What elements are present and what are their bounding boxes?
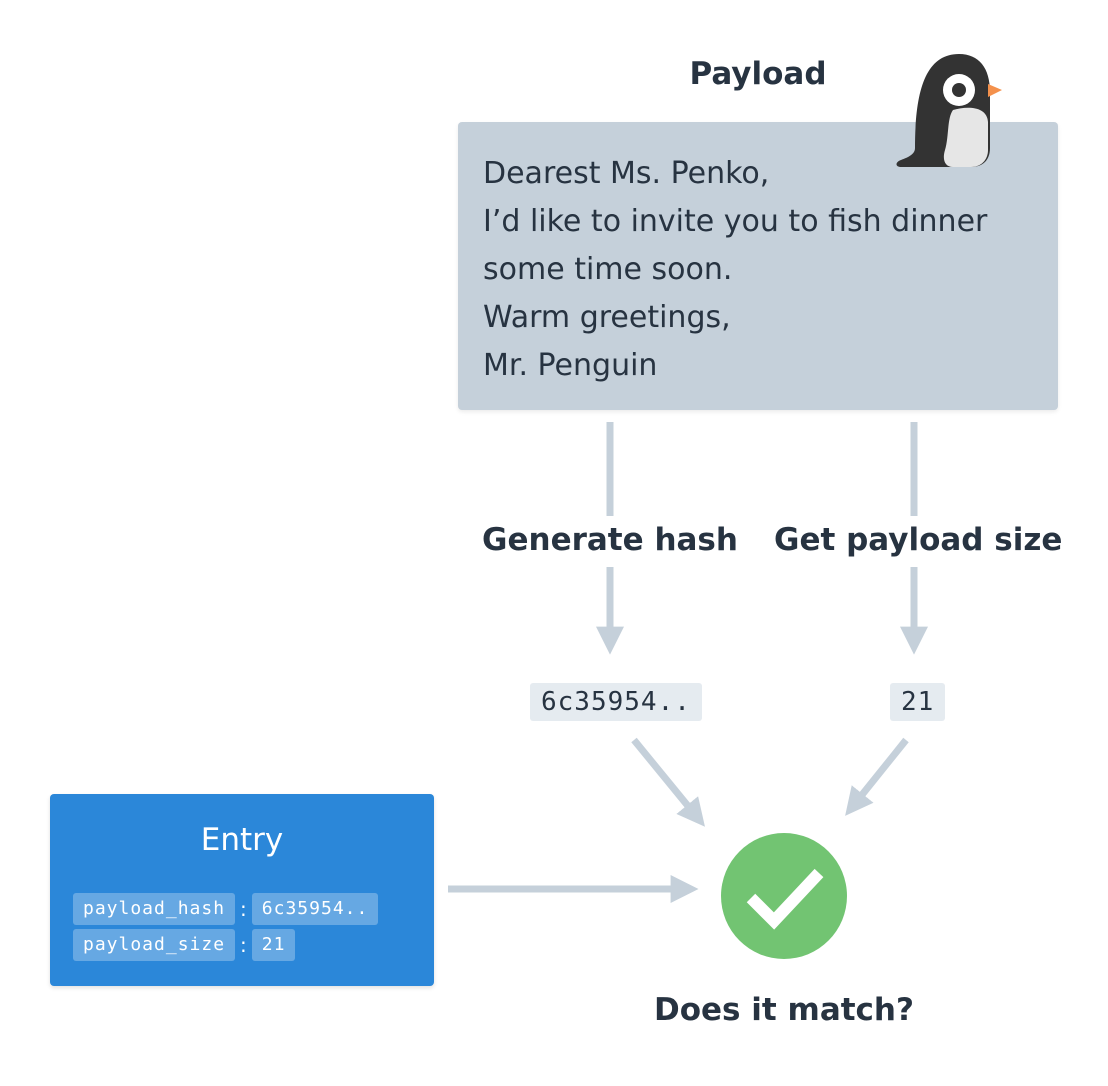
arrow-size-to-check	[845, 737, 909, 816]
entry-row-size: payload_size : 21	[73, 929, 296, 961]
penguin-icon	[896, 54, 1002, 167]
letter-line: Warm greetings,	[483, 300, 731, 335]
generate-hash-label: Generate hash	[482, 522, 738, 558]
letter-line: I’d like to invite you to fish dinner	[483, 204, 988, 239]
entry-key: payload_size	[73, 929, 236, 961]
hash-value: 6c35954..	[530, 683, 702, 721]
entry-title: Entry	[200, 822, 284, 858]
size-value: 21	[890, 683, 946, 721]
checkmark-icon	[721, 833, 847, 959]
entry-value: 6c35954..	[251, 893, 379, 925]
payload-box: Dearest Ms. Penko, I’d like to invite yo…	[458, 122, 1058, 410]
entry-separator: :	[240, 897, 247, 921]
entry-key: payload_hash	[73, 893, 236, 925]
payload-title: Payload	[689, 56, 827, 92]
entry-row-hash: payload_hash : 6c35954..	[73, 893, 379, 925]
letter-line: Dearest Ms. Penko,	[483, 156, 770, 191]
payload-letter: Dearest Ms. Penko, I’d like to invite yo…	[483, 150, 987, 390]
does-it-match-label: Does it match?	[653, 992, 914, 1028]
arrow-hash-to-check	[631, 737, 705, 827]
get-payload-size-label: Get payload size	[774, 522, 1063, 558]
entry-box: Entry payload_hash : 6c35954.. payload_s…	[50, 794, 434, 986]
letter-line: Mr. Penguin	[483, 348, 658, 383]
letter-line: some time soon.	[483, 252, 733, 287]
entry-value: 21	[251, 929, 296, 961]
entry-separator: :	[240, 933, 247, 957]
